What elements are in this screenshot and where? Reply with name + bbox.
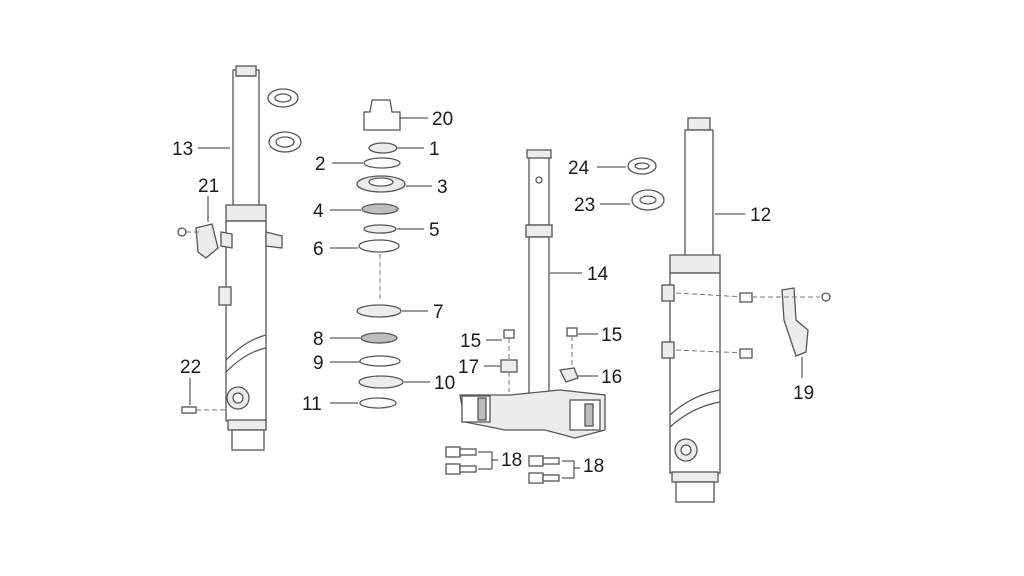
callout-14: 14: [587, 264, 609, 285]
callout-20: 20: [432, 109, 453, 130]
callout-23: 23: [574, 195, 595, 216]
callout-9: 9: [313, 353, 324, 374]
steering-stem-and-yoke: [445, 149, 606, 484]
leader-lines: [189, 117, 803, 479]
callout-11: 11: [302, 394, 322, 415]
callout-16: 16: [601, 367, 622, 388]
callout-19: 19: [793, 383, 814, 404]
callout-13: 13: [172, 139, 193, 160]
callout-1: 1: [429, 139, 440, 160]
callout-6: 6: [313, 239, 324, 260]
callout-8: 8: [313, 329, 324, 350]
callout-2: 2: [315, 154, 326, 175]
callout-18-right: 18: [583, 456, 604, 477]
callout-7: 7: [433, 302, 444, 323]
callout-5: 5: [429, 220, 440, 241]
callout-15-left: 15: [460, 331, 481, 352]
steering-stack: [356, 99, 406, 409]
callout-15-right: 15: [601, 325, 622, 346]
right-fork-leg: [661, 117, 831, 503]
left-tube-seals: [267, 88, 302, 153]
callout-12: 12: [750, 205, 771, 226]
callout-3: 3: [437, 177, 448, 198]
callout-21: 21: [198, 176, 219, 197]
callout-4: 4: [313, 201, 324, 222]
left-fork-leg: [177, 65, 283, 451]
callout-labels: 13 21 22 20 1 2 3 4 5 6 7 8 9 10 11 14 1…: [172, 109, 814, 477]
callout-24: 24: [568, 158, 590, 179]
callout-18-left: 18: [501, 450, 522, 471]
callout-22: 22: [180, 357, 201, 378]
right-tube-seals: [627, 157, 665, 211]
callout-10: 10: [434, 373, 455, 394]
callout-17: 17: [458, 357, 479, 378]
